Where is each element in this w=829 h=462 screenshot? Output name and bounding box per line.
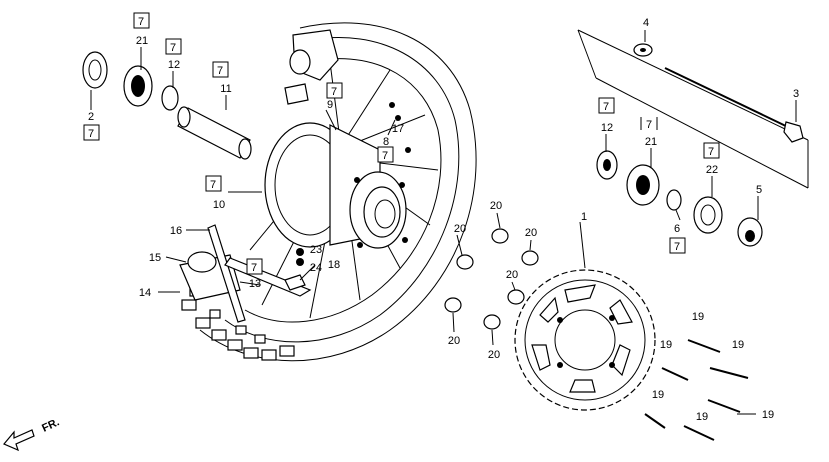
svg-text:7: 7 — [217, 65, 223, 77]
callout-22: 22 — [706, 164, 718, 176]
callout-20-e: 20 — [448, 335, 460, 347]
nut — [507, 289, 525, 305]
svg-text:7: 7 — [210, 179, 216, 191]
axle-shaft — [664, 67, 791, 129]
callout-24: 24 — [310, 262, 322, 274]
callout-8: 8 — [383, 136, 389, 148]
brake-bracket — [284, 29, 339, 105]
callout-23: 23 — [310, 244, 322, 256]
callout-21-right: 21 — [645, 136, 657, 148]
oil-seal — [693, 196, 723, 234]
chain-adjuster — [179, 224, 312, 323]
nut — [521, 250, 539, 266]
collar-left — [161, 85, 179, 111]
callout-21-left: 21 — [136, 35, 148, 47]
nut — [444, 297, 462, 313]
tire-tread — [181, 287, 295, 361]
nut — [483, 314, 501, 330]
callout-13: 13 — [249, 278, 261, 290]
svg-text:7: 7 — [674, 241, 680, 253]
driven-sprocket — [514, 269, 656, 411]
callout-6: 6 — [674, 223, 680, 235]
callout-5: 5 — [756, 184, 762, 196]
left-side-parts — [82, 51, 252, 160]
callout-19-d: 19 — [652, 389, 664, 401]
reference-boxes: 7 7 7 7 7 7 7 7 7 7 7 7 — [83, 12, 720, 275]
svg-text:7: 7 — [708, 146, 714, 158]
nut — [491, 228, 509, 244]
svg-text:7: 7 — [138, 16, 144, 28]
snap-ring — [666, 189, 682, 211]
callout-20-c: 20 — [525, 227, 537, 239]
right-side-parts — [577, 29, 809, 247]
callout-20-d: 20 — [506, 269, 518, 281]
callout-20-f: 20 — [488, 349, 500, 361]
svg-text:7: 7 — [382, 150, 388, 162]
callout-4: 4 — [643, 17, 649, 29]
svg-text:7: 7 — [603, 101, 609, 113]
callout-18: 18 — [328, 259, 340, 271]
svg-text:7: 7 — [88, 128, 94, 140]
callout-20-a: 20 — [454, 223, 466, 235]
callout-14: 14 — [139, 287, 151, 299]
axle-nut — [783, 121, 804, 143]
callout-19-f: 19 — [696, 411, 708, 423]
callout-20-b: 20 — [490, 200, 502, 212]
svg-text:7: 7 — [170, 42, 176, 54]
sprocket-bolts — [644, 339, 749, 441]
nut — [456, 254, 474, 270]
front-direction-arrow: FR. — [3, 416, 61, 452]
callout-19-e: 19 — [762, 409, 774, 421]
callout-9: 9 — [327, 99, 333, 111]
callout-2: 2 — [88, 111, 94, 123]
leader-lines — [90, 30, 797, 415]
callout-19-c: 19 — [732, 339, 744, 351]
svg-text:7: 7 — [646, 119, 652, 131]
svg-text:FR.: FR. — [40, 416, 61, 434]
callout-3: 3 — [793, 88, 799, 100]
callout-19-a: 19 — [692, 311, 704, 323]
callout-12-left: 12 — [168, 59, 180, 71]
callout-12-right: 12 — [601, 122, 613, 134]
callout-numbers: 1 2 3 4 5 6 8 9 10 11 12 12 13 14 15 16 … — [88, 17, 799, 423]
callout-10: 10 — [213, 199, 225, 211]
svg-text:7: 7 — [331, 86, 337, 98]
svg-text:7: 7 — [251, 262, 257, 274]
callout-15: 15 — [149, 252, 161, 264]
callout-1: 1 — [581, 211, 587, 223]
sprocket-nuts — [444, 228, 539, 330]
callout-19-b: 19 — [660, 339, 672, 351]
dust-seal — [82, 51, 108, 89]
callout-16: 16 — [170, 225, 182, 237]
callout-17: 17 — [392, 123, 404, 135]
callout-11: 11 — [220, 83, 231, 95]
rear-wheel — [181, 22, 477, 362]
